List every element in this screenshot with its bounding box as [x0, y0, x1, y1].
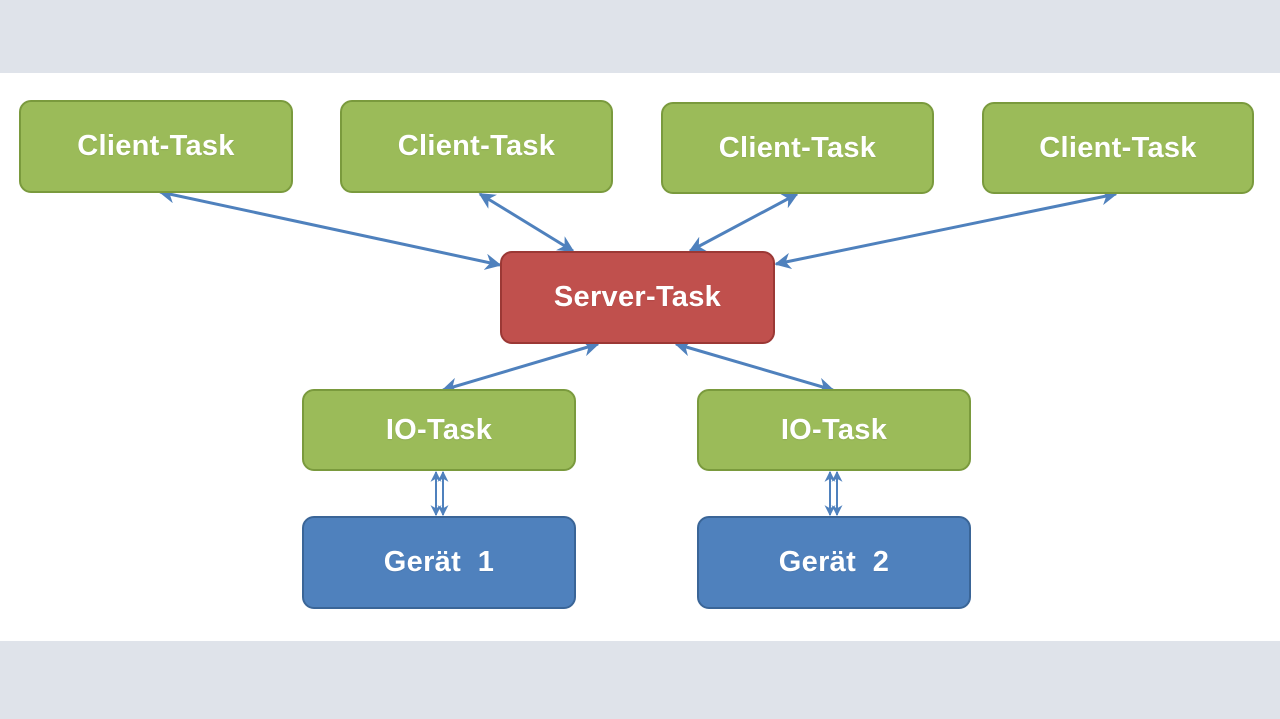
client-task-node-1: Client-Task — [19, 100, 293, 193]
device-node-2: Gerät 2 — [697, 516, 971, 609]
client-task-node-2: Client-Task — [340, 100, 613, 193]
server-task-label: Server-Task — [553, 281, 722, 313]
io-task-node-2: IO-Task — [697, 389, 971, 471]
client-task-node-4: Client-Task — [982, 102, 1254, 194]
client-task-label: Client-Task — [397, 130, 556, 162]
io-task-label: IO-Task — [385, 413, 493, 446]
server-task-node: Server-Task — [500, 251, 775, 344]
client-task-label: Client-Task — [718, 131, 877, 164]
top-band — [0, 0, 1280, 73]
device-label: Gerät 1 — [383, 546, 495, 578]
bottom-band — [0, 641, 1280, 719]
client-task-label: Client-Task — [1039, 131, 1197, 164]
client-task-node-3: Client-Task — [661, 102, 934, 194]
device-label: Gerät 2 — [778, 546, 890, 578]
io-task-label: IO-Task — [780, 413, 888, 446]
client-task-label: Client-Task — [77, 130, 235, 162]
device-node-1: Gerät 1 — [302, 516, 576, 609]
io-task-node-1: IO-Task — [302, 389, 576, 471]
